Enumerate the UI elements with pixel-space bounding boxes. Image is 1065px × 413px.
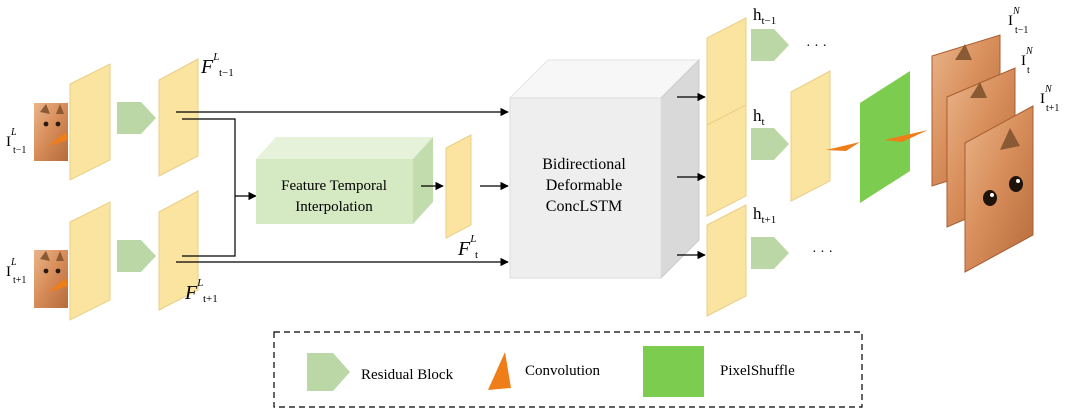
feature-plane-top-2 xyxy=(158,58,199,177)
hidden-plane-bottom xyxy=(706,204,747,317)
legend-pixelshuffle-icon xyxy=(643,346,704,397)
concat-plane xyxy=(790,70,831,202)
reconstruction-conv-1 xyxy=(826,142,860,151)
ellipsis-bottom: · · · xyxy=(812,245,833,260)
interpolation-label-line2: Interpolation xyxy=(295,199,373,215)
interpolation-label-line1: Feature Temporal xyxy=(281,178,387,194)
output-image-bottom xyxy=(964,105,1034,273)
legend-box xyxy=(273,331,863,408)
hidden-label-bottom: ht+1 xyxy=(753,204,776,226)
input-image-top xyxy=(34,103,68,161)
lstm-label-line3: ConcLSTM xyxy=(546,198,622,215)
interpolation-block xyxy=(256,137,433,224)
legend-residual-icon xyxy=(307,353,350,391)
residual-block-bottom xyxy=(117,240,156,272)
hidden-residual-top xyxy=(751,29,789,61)
feature-plane-middle xyxy=(445,134,472,239)
hidden-residual-bottom xyxy=(751,237,789,269)
legend-pixelshuffle-label: PixelShuffle xyxy=(720,363,795,379)
feature-plane-bottom-2 xyxy=(158,190,199,311)
line-top-merge xyxy=(182,118,236,196)
feature-plane-top-1 xyxy=(69,63,111,181)
pixelshuffle-plane xyxy=(860,71,910,203)
legend-conv-label: Convolution xyxy=(525,363,601,379)
hidden-residual-mid xyxy=(751,128,789,160)
line-bottom-merge xyxy=(182,196,236,257)
feature-label-bottom: FLt+1 xyxy=(184,277,218,305)
hidden-plane-mid xyxy=(706,104,747,217)
reconstruction-conv-2 xyxy=(884,130,928,142)
residual-block-top xyxy=(117,102,156,134)
legend-residual-label: Residual Block xyxy=(361,367,454,383)
lstm-block xyxy=(508,58,701,280)
feature-plane-bottom-1 xyxy=(69,201,111,321)
legend-conv-icon xyxy=(488,352,511,390)
input-conv-top xyxy=(48,132,68,146)
input-image-bottom xyxy=(34,250,68,308)
hidden-label-top: ht−1 xyxy=(753,5,776,27)
lstm-label-line1: Bidirectional xyxy=(542,156,626,173)
lstm-label-line2: Deformable xyxy=(546,177,622,194)
hidden-label-mid: ht xyxy=(753,106,765,128)
feature-label-top: FLt−1 xyxy=(200,51,234,79)
input-conv-bottom xyxy=(48,278,68,292)
ellipsis-top: · · · xyxy=(806,39,827,54)
